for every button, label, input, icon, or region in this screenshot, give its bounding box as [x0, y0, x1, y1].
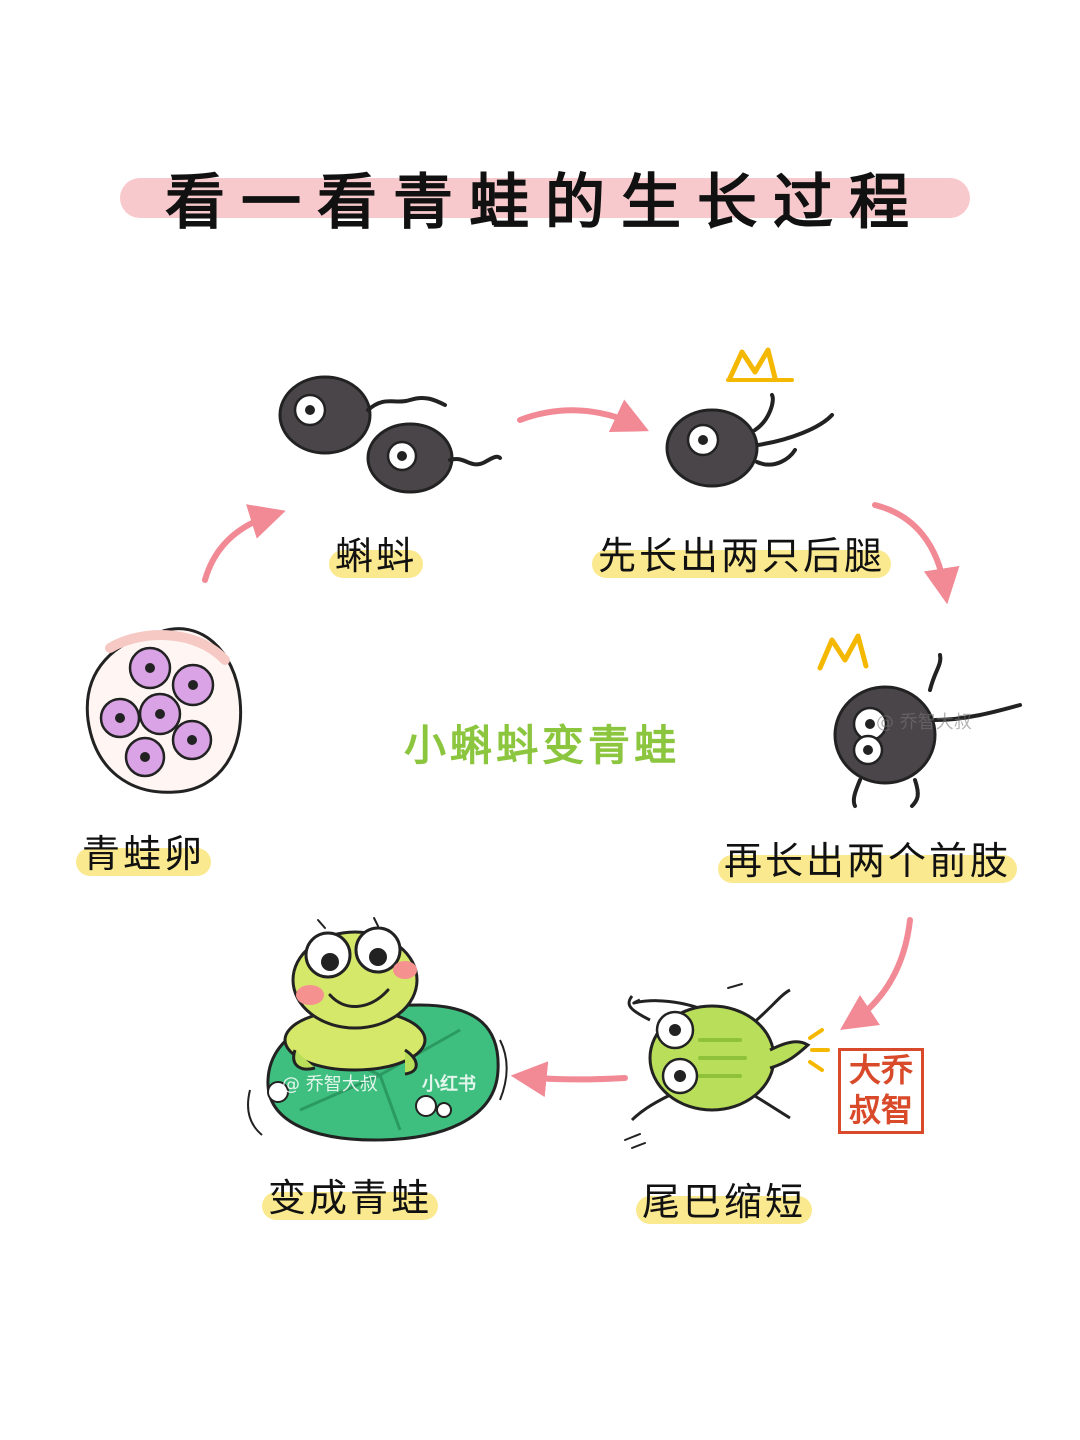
stage-label-frog: 变成青蛙: [262, 1172, 439, 1224]
seal-border: [838, 1048, 924, 1134]
artist-seal: 大乔 叔智: [838, 1048, 924, 1134]
center-title: 小蝌蚪变青蛙: [403, 721, 680, 770]
sparkle-icon: [817, 633, 869, 671]
arrow-eggs-to-tadpole: [202, 504, 286, 583]
label-highlight: [718, 855, 1018, 883]
stage-label-front-legs: 再长出两个前肢: [718, 835, 1018, 887]
label-highlight: [592, 550, 892, 578]
title-block: 看一看青蛙的生长过程: [120, 150, 970, 240]
egg: [99, 697, 141, 739]
label-highlight: [262, 1192, 439, 1220]
stage-label-frog-eggs: 青蛙卵: [76, 828, 212, 880]
page-title: 看一看青蛙的生长过程: [165, 168, 925, 238]
sparkle-icon: [727, 347, 778, 381]
label-highlight: [636, 1196, 813, 1224]
tadpoles-illustration: [278, 375, 502, 494]
title-highlight: [120, 178, 970, 218]
egg-cluster-shadow: [105, 630, 230, 665]
seal-text: 大乔 叔智: [848, 1051, 913, 1129]
watermark-bottom-left: @ 乔智大叔: [282, 1074, 378, 1095]
watermark-right: @ 乔智大叔: [876, 712, 972, 733]
arrow-forelegs-to-tailshort: [840, 917, 913, 1030]
arrow-tadpole-to-hindlegs: [517, 399, 650, 433]
arrow-hindlegs-to-forelegs: [872, 502, 960, 605]
egg: [138, 692, 182, 736]
froglet-illustration: [624, 983, 830, 1149]
label-highlight: [76, 848, 212, 876]
egg: [171, 719, 213, 761]
frog-on-lily-pad-illustration: [247, 917, 508, 1142]
stage-label-tadpole: 蝌蚪: [329, 530, 424, 582]
egg: [128, 646, 172, 690]
arrow-tailshort-to-frog: [510, 1061, 628, 1098]
egg: [124, 736, 166, 778]
tadpole-hind-legs-illustration: [665, 347, 834, 488]
egg: [171, 663, 215, 707]
watermark-platform: 小红书: [422, 1074, 476, 1095]
tadpole-front-legs-illustration: [817, 633, 1022, 808]
stage-label-hind-legs: 先长出两只后腿: [592, 530, 892, 582]
frog-eggs-illustration: [85, 627, 243, 794]
label-highlight: [329, 550, 424, 578]
stage-label-tail-shortens: 尾巴缩短: [636, 1176, 813, 1228]
